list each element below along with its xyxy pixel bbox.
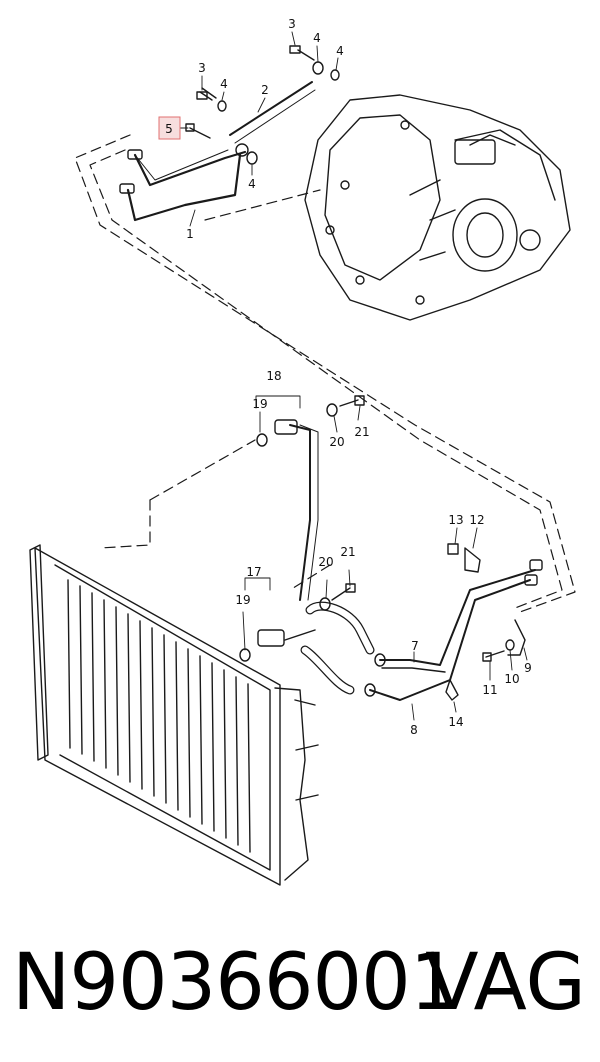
callout-21a: 21 bbox=[354, 425, 369, 439]
exploded-parts-diagram: 1 2 3 3 4 4 4 4 5 7 8 9 10 11 12 13 14 1… bbox=[29, 17, 576, 886]
callout-11: 11 bbox=[482, 683, 497, 697]
callout-3b: 3 bbox=[198, 61, 206, 75]
callout-4c: 4 bbox=[220, 77, 228, 91]
callout-13: 13 bbox=[448, 513, 463, 527]
pipe-part-1 bbox=[119, 143, 249, 222]
callout-9: 9 bbox=[524, 661, 532, 675]
callout-19a: 19 bbox=[252, 397, 267, 411]
hose-part-18 bbox=[256, 395, 365, 601]
callout-7: 7 bbox=[411, 639, 419, 653]
radiator bbox=[29, 544, 319, 886]
callout-12: 12 bbox=[469, 513, 484, 527]
brackets-lower-right bbox=[445, 543, 526, 701]
callout-5: 5 bbox=[165, 122, 173, 136]
callout-10: 10 bbox=[504, 672, 519, 686]
callout-20b: 20 bbox=[318, 555, 333, 569]
callout-20a: 20 bbox=[329, 435, 344, 449]
part-number: N90366001 bbox=[12, 938, 459, 1028]
callout-14: 14 bbox=[448, 715, 463, 729]
callout-4a: 4 bbox=[313, 31, 321, 45]
gearbox-housing bbox=[304, 94, 571, 321]
callout-4b: 4 bbox=[336, 44, 344, 58]
highlighted-callout-box bbox=[158, 116, 181, 140]
assembly-guide-lines bbox=[74, 134, 576, 613]
callout-4d: 4 bbox=[248, 177, 256, 191]
callout-labels: 1 2 3 3 4 4 4 4 5 7 8 9 10 11 12 13 14 1… bbox=[165, 17, 532, 737]
callout-18: 18 bbox=[266, 369, 281, 383]
footer-caption: N90366001 VAG bbox=[0, 928, 600, 1048]
callout-8: 8 bbox=[410, 723, 418, 737]
pipe-part-2 bbox=[229, 81, 316, 144]
callout-17: 17 bbox=[246, 565, 261, 579]
callout-21b: 21 bbox=[340, 545, 355, 559]
leader-lines bbox=[179, 31, 528, 721]
callout-19b: 19 bbox=[235, 593, 250, 607]
brand-name: VAG bbox=[425, 938, 586, 1028]
callout-3a: 3 bbox=[288, 17, 296, 31]
callout-1: 1 bbox=[186, 227, 194, 241]
callout-2: 2 bbox=[261, 83, 269, 97]
hose-part-17 bbox=[239, 583, 375, 695]
